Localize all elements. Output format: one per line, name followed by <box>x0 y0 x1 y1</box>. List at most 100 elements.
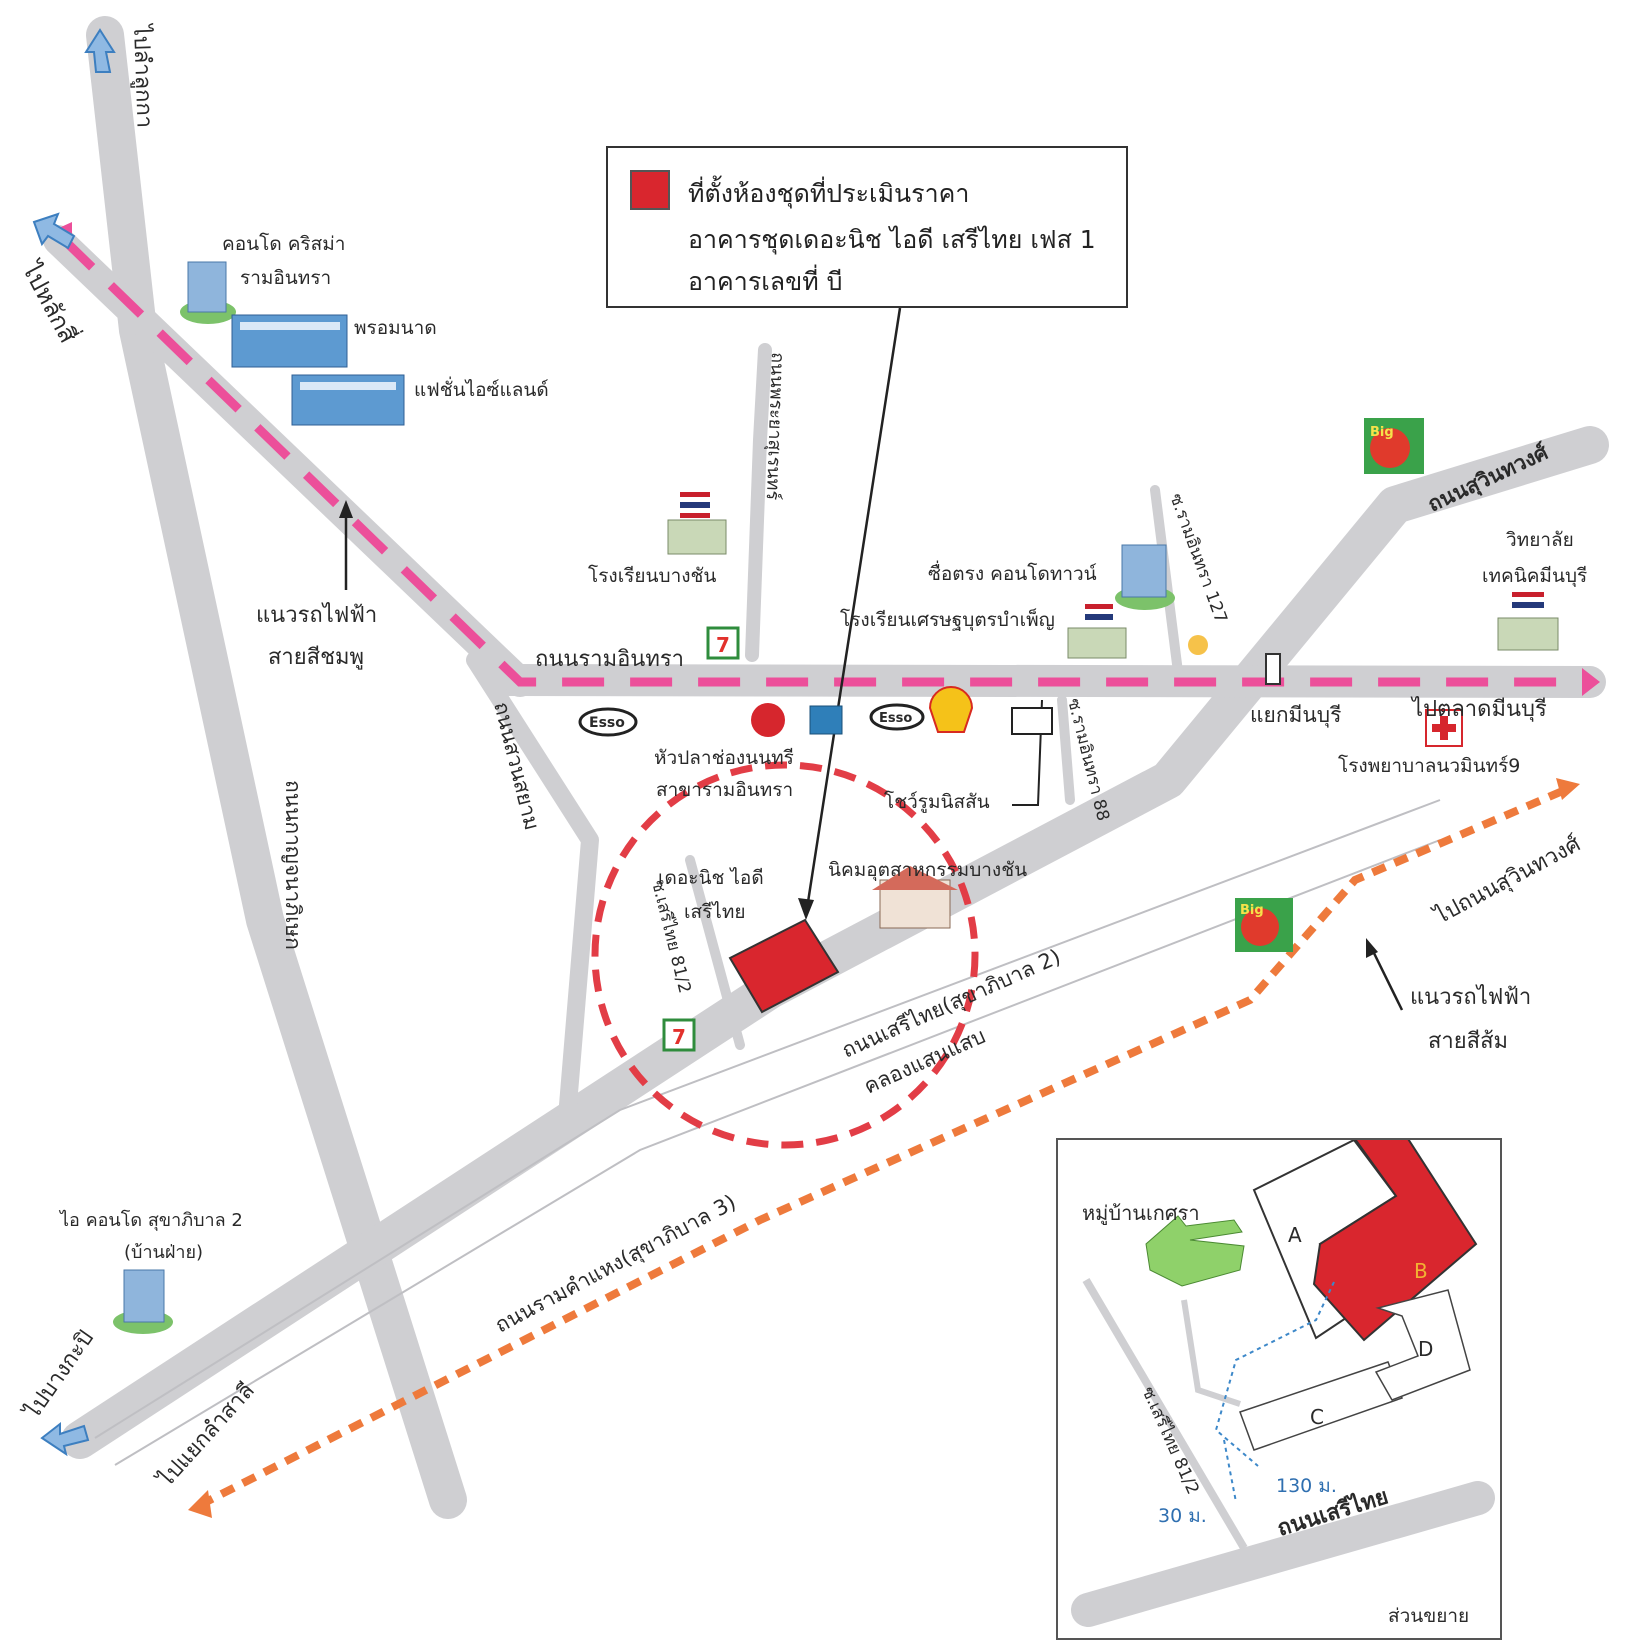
inset-map-drawing: หมู่บ้านเกศรา ถนนเสรีไทย ซ.เสรีไทย 81/2 … <box>1071 1112 1495 1627</box>
fashion-island-building-icon <box>291 374 405 426</box>
pink-rail-line <box>58 234 1582 687</box>
suetrong-condo-icon <box>1115 544 1175 610</box>
orange-rail-line <box>198 786 1567 1509</box>
label-fashion-island: แฟชั่นไอซ์แลนด์ <box>414 376 549 401</box>
seven-eleven-icon-2: 7 <box>662 1018 696 1052</box>
label-crisma-2: รามอินทรา <box>240 267 331 289</box>
kanchanaphisek-road <box>86 16 467 1519</box>
label-pink-line-1: แนวรถไฟฟ้า <box>256 602 377 628</box>
label-to-bangkapi: ไปบางกะปิ <box>18 1326 98 1425</box>
suan-siam-road <box>466 651 599 1114</box>
phraya-suren-road <box>745 343 772 662</box>
label-orange-line-2: สายสีส้ม <box>1428 1029 1508 1054</box>
suwinthawong-road <box>61 426 1609 1459</box>
label-to-lamlukka: ไปลำลูกกา <box>128 22 158 128</box>
svg-text:7: 7 <box>672 1025 686 1049</box>
gas-station-icon <box>1188 635 1208 655</box>
label-nissan: โชว์รูมนิสสัน <box>884 790 990 813</box>
label-ramintra-road: ถนนรามอินทรา <box>535 647 684 672</box>
legend-line-2: อาคารชุดเดอะนิช ไอดี เสรีไทย เฟส 1 <box>688 225 1096 254</box>
label-esso: Esso <box>589 715 625 731</box>
label-inset-soi: ซ.เสรีไทย 81/2 <box>1137 1383 1203 1497</box>
label-to-minburi-market: ไปตลาดมีนบุรี <box>1410 696 1547 722</box>
building-d-shape <box>1374 1289 1471 1401</box>
inset-serithai-road <box>1071 1481 1495 1627</box>
label-phraya-suren-road: ถนนพระยาสุเรนทร์ <box>762 352 788 501</box>
arrow-southwest-icon <box>40 1421 90 1457</box>
traffic-light-icon <box>1265 653 1281 685</box>
label-dist-30: 30 ม. <box>1158 1505 1207 1527</box>
label-dist-130: 130 ม. <box>1276 1475 1337 1497</box>
svg-text:7: 7 <box>716 633 730 657</box>
shell-station-icon <box>928 686 974 733</box>
esso-icon <box>578 707 638 737</box>
seven-eleven-icon: 7 <box>706 626 740 660</box>
huapla-restaurant-icon <box>751 703 785 737</box>
inset-village-road <box>1181 1299 1241 1407</box>
label-crisma-1: คอนโด คริสม่า <box>222 232 345 255</box>
soi-ramintra-88 <box>1057 695 1075 805</box>
label-building-d: D <box>1418 1337 1433 1361</box>
legend-swatch <box>630 170 670 210</box>
label-the-niche-2: เสรีไทย <box>684 901 746 923</box>
condo-crisma-icon <box>180 261 236 324</box>
label-building-b: B <box>1414 1259 1428 1283</box>
label-minburi-tech-2: เทคนิคมีนบุรี <box>1482 565 1587 588</box>
big-c-icon-2 <box>1235 898 1293 952</box>
label-inset-caption: ส่วนขยาย <box>1388 1605 1469 1627</box>
label-big-c: Big <box>1370 425 1394 440</box>
label-soi-ramintra-127: ซ.รามอินทรา 127 <box>1165 491 1230 626</box>
canal-line <box>94 799 1441 1439</box>
label-village: หมู่บ้านเกศรา <box>1082 1201 1200 1226</box>
label-huapla-1: หัวปลาช่องนนทรี <box>654 747 794 769</box>
pink-label-arrow-icon <box>339 500 353 518</box>
label-to-suwinthawong: ไปถนนสุวินทวงศ์ <box>1429 831 1585 930</box>
legend-line-3: อาคารเลขที่ บี <box>688 267 843 296</box>
label-building-a: A <box>1288 1223 1302 1247</box>
label-pink-line-2: สายสีชมพู <box>268 645 364 670</box>
label-big-c-2: Big <box>1240 903 1264 918</box>
label-minburi-junction: แยกมีนบุรี <box>1250 703 1341 728</box>
orange-label-arrow-icon <box>1366 938 1378 958</box>
hospital-icon <box>1425 709 1463 747</box>
label-soi-serithai-81-2: ซ.เสรีไทย 81/2 <box>647 878 695 995</box>
industrial-estate-icon <box>872 866 958 929</box>
village-house-icon <box>1145 1215 1245 1287</box>
ramkhamhaeng-line <box>114 839 1441 1466</box>
label-bangchan-school: โรงเรียนบางชัน <box>588 564 716 587</box>
soi-serithai-81-2 <box>685 855 745 1050</box>
label-the-niche-1: เดอะนิช ไอดี <box>658 867 764 889</box>
orange-rail-arrow-east-icon <box>1556 778 1580 800</box>
i-condo-icon <box>113 1269 173 1334</box>
inset-map: หมู่บ้านเกศรา ถนนเสรีไทย ซ.เสรีไทย 81/2 … <box>1056 1112 1502 1640</box>
ptt-station-icon <box>809 705 843 735</box>
inset-soi-road <box>1082 1277 1248 1551</box>
label-i-condo-2: (บ้านฝ่าย) <box>124 1242 203 1263</box>
subject-site-marker <box>728 918 840 1014</box>
label-huapla-2: สาขารามอินทรา <box>656 779 793 801</box>
label-industrial-estate: นิคมอุตสาหกรรมบางชัน <box>828 859 1027 882</box>
label-esso-2: Esso <box>879 711 912 726</box>
label-nawamin-hospital: โรงพยาบาลนวมินทร์9 <box>1338 754 1520 777</box>
legend-box: ที่ตั้งห้องชุดที่ประเมินราคา อาคารชุดเดอ… <box>606 146 1128 308</box>
legend-line-1: ที่ตั้งห้องชุดที่ประเมินราคา <box>688 179 970 208</box>
esso-icon-2 <box>869 703 925 731</box>
legend-pointer-line <box>804 307 902 916</box>
label-setthabut-school: โรงเรียนเศรษฐบุตรบำเพ็ญ <box>840 607 1055 632</box>
school-flag-icon <box>667 492 727 555</box>
label-i-condo-1: ไอ คอนโด สุขาภิบาล 2 <box>58 1209 243 1231</box>
route-130m-line <box>1214 1281 1335 1467</box>
nissan-showroom-icon <box>1011 707 1053 735</box>
promenade-building-icon <box>231 314 348 368</box>
pink-rail-arrow-icon <box>1582 668 1600 696</box>
orange-label-pointer <box>1368 944 1404 1011</box>
arrow-northwest-icon <box>32 212 76 250</box>
building-c-shape <box>1239 1361 1403 1451</box>
label-kanchanaphisek-road: ถนนกาญจนาภิเษก <box>281 780 305 950</box>
label-minburi-tech-1: วิทยาลัย <box>1506 529 1574 551</box>
label-orange-line-1: แนวรถไฟฟ้า <box>1410 984 1531 1010</box>
route-30m-line <box>1223 1439 1237 1503</box>
label-ramkhamhaeng-road: ถนนรามคำแหง(สุขาภิบาล 3) <box>491 1190 740 1338</box>
orange-rail-arrow-west-icon <box>188 1490 212 1518</box>
